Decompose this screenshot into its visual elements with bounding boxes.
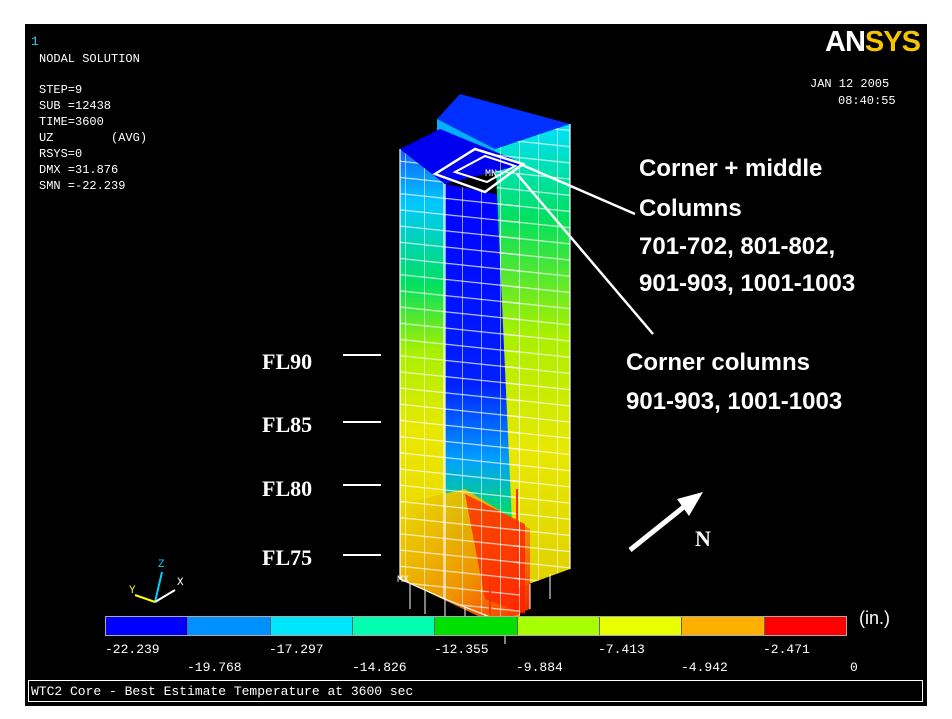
legend-value: -12.355 xyxy=(434,642,489,657)
legend-value: -22.239 xyxy=(105,642,160,657)
annotation-corner-middle-2: Columns xyxy=(639,195,742,222)
plot-time: 08:40:55 xyxy=(838,94,896,108)
legend-value: -17.297 xyxy=(269,642,324,657)
legend-value: 0 xyxy=(850,660,858,675)
contour-legend-bar xyxy=(105,616,847,636)
tower-model xyxy=(134,94,703,644)
legend-band xyxy=(106,617,189,635)
param-step: STEP=9 xyxy=(39,83,83,97)
legend-band xyxy=(682,617,765,635)
annotation-corner-middle-4: 901-903, 1001-1003 xyxy=(639,270,856,297)
legend-value: -7.413 xyxy=(598,642,645,657)
param-uz: UZ (AVG) xyxy=(39,131,148,145)
param-smn: SMN =-22.239 xyxy=(39,179,126,193)
legend-value: -14.826 xyxy=(352,660,407,675)
legend-band xyxy=(188,617,271,635)
floor-label-fl80: FL80 xyxy=(262,476,313,501)
axis-x-label: X xyxy=(177,577,184,589)
floor-label-fl75: FL75 xyxy=(262,545,313,570)
legend-value: -19.768 xyxy=(187,660,242,675)
param-sub: SUB =12438 xyxy=(39,99,112,113)
legend-value: -2.471 xyxy=(763,642,810,657)
ansys-viewport: 1 NODAL SOLUTION STEP=9 SUB =12438 TIME=… xyxy=(25,24,927,706)
annotation-corner-columns-1: Corner columns xyxy=(626,349,811,376)
legend-band xyxy=(270,617,353,635)
north-arrow xyxy=(628,504,687,552)
plot-title: NODAL SOLUTION xyxy=(39,52,140,66)
axis-y-label: Y xyxy=(129,585,136,597)
param-dmx: DMX =31.876 xyxy=(39,163,119,177)
footer-caption: WTC2 Core - Best Estimate Temperature at… xyxy=(31,684,414,699)
legend-band xyxy=(352,617,436,635)
annotation-corner-middle-1: Corner + middle xyxy=(639,155,823,182)
floor-label-fl90: FL90 xyxy=(262,349,313,374)
plot-date: JAN 12 2005 xyxy=(810,77,890,91)
mn-marker: MN xyxy=(485,169,498,180)
window-number: 1 xyxy=(31,34,39,49)
legend-value: -4.942 xyxy=(681,660,728,675)
annotation-corner-columns-2: 901-903, 1001-1003 xyxy=(626,388,843,415)
mx-marker: MX xyxy=(397,575,410,586)
ansys-logo: ANSYS xyxy=(825,26,921,58)
annotation-corner-middle-3: 701-702, 801-802, xyxy=(639,233,836,260)
param-time: TIME=3600 xyxy=(39,115,104,129)
legend-value: -9.884 xyxy=(516,660,563,675)
legend-band xyxy=(599,617,683,635)
north-label: N xyxy=(695,526,711,551)
legend-band xyxy=(517,617,600,635)
floor-label-fl85: FL85 xyxy=(262,412,313,437)
legend-band xyxy=(435,617,518,635)
axis-z-label: Z xyxy=(158,559,165,571)
legend-unit: (in.) xyxy=(859,608,890,628)
param-rsys: RSYS=0 xyxy=(39,147,83,161)
footer-box xyxy=(28,680,923,702)
axis-triad-icon xyxy=(134,571,176,603)
legend-band xyxy=(764,617,846,635)
